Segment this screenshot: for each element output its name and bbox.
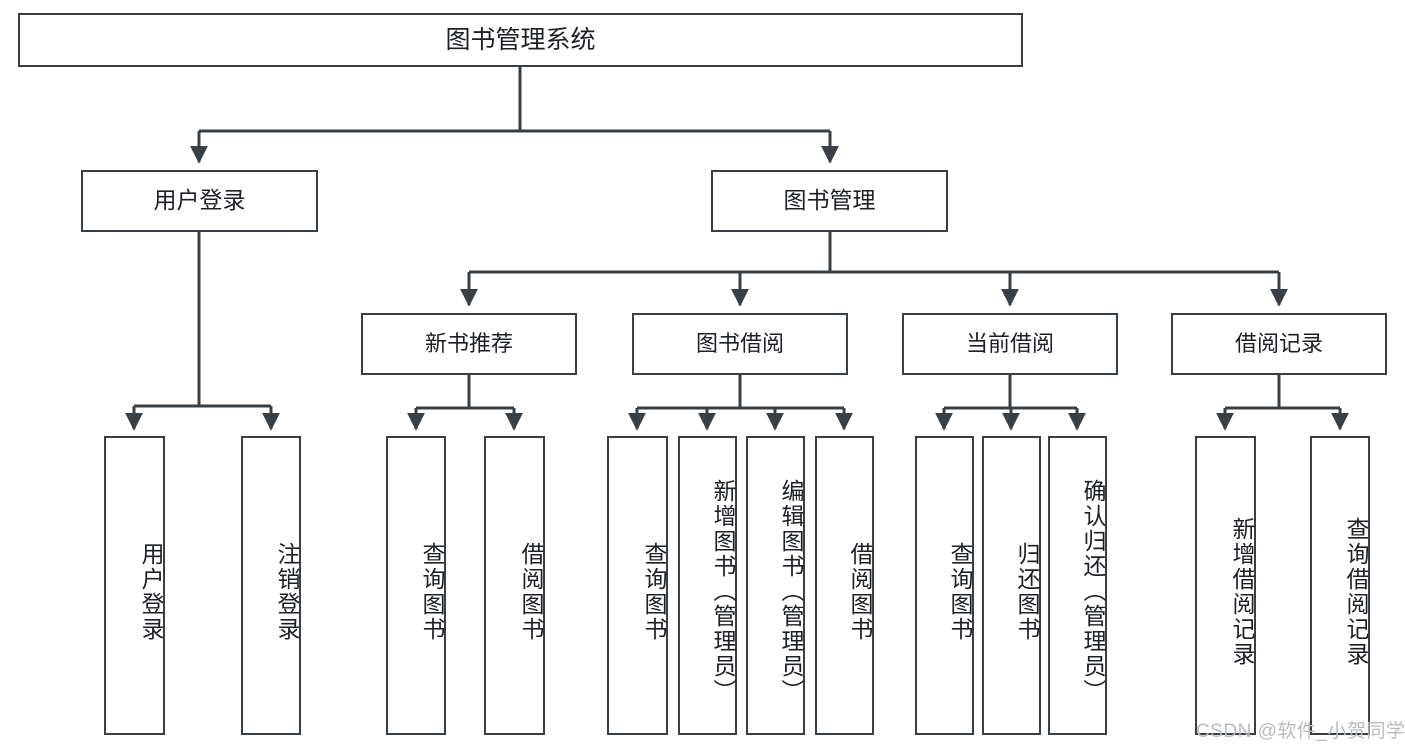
watermark: CSDN @软件_小贺同学 bbox=[1196, 721, 1405, 742]
leaf-label: 注销登录 bbox=[274, 541, 300, 642]
leaf-label: 新增借阅记录 bbox=[1229, 516, 1255, 667]
leaf-label: 归还图书 bbox=[1014, 541, 1040, 642]
node-new-book-recommend[interactable]: 新书推荐 bbox=[361, 313, 577, 375]
leaf-query-book-current[interactable]: 查询图书 bbox=[915, 436, 974, 735]
leaf-label: 确认归还（管理员） bbox=[1080, 479, 1106, 704]
leaf-label: 借阅图书 bbox=[847, 541, 873, 642]
leaf-label: 借阅图书 bbox=[518, 541, 544, 642]
leaf-edit-book-admin[interactable]: 编辑图书（管理员） bbox=[746, 436, 805, 735]
node-current-borrow[interactable]: 当前借阅 bbox=[902, 313, 1118, 375]
leaf-add-borrow-record[interactable]: 新增借阅记录 bbox=[1195, 436, 1256, 735]
leaf-label: 新增图书（管理员） bbox=[710, 479, 736, 704]
leaf-query-book-recommend[interactable]: 查询图书 bbox=[386, 436, 446, 735]
node-borrow-record[interactable]: 借阅记录 bbox=[1171, 313, 1387, 375]
leaf-label: 查询图书 bbox=[641, 541, 667, 642]
leaf-confirm-return-admin[interactable]: 确认归还（管理员） bbox=[1048, 436, 1107, 735]
leaf-query-borrow-record[interactable]: 查询借阅记录 bbox=[1310, 436, 1370, 735]
leaf-label: 查询图书 bbox=[947, 541, 973, 642]
leaf-user-logout[interactable]: 注销登录 bbox=[241, 436, 301, 735]
leaf-user-login[interactable]: 用户登录 bbox=[104, 436, 165, 735]
leaf-label: 查询图书 bbox=[419, 541, 445, 642]
node-user-login[interactable]: 用户登录 bbox=[81, 170, 318, 232]
node-book-borrow[interactable]: 图书借阅 bbox=[632, 313, 848, 375]
leaf-borrow-book-recommend[interactable]: 借阅图书 bbox=[484, 436, 545, 735]
leaf-query-book-borrow[interactable]: 查询图书 bbox=[607, 436, 668, 735]
leaf-return-book[interactable]: 归还图书 bbox=[982, 436, 1041, 735]
leaf-label: 查询借阅记录 bbox=[1343, 516, 1369, 667]
leaf-label: 编辑图书（管理员） bbox=[778, 479, 804, 704]
node-book-management[interactable]: 图书管理 bbox=[711, 170, 948, 232]
node-root-system[interactable]: 图书管理系统 bbox=[18, 13, 1023, 67]
leaf-add-book-admin[interactable]: 新增图书（管理员） bbox=[678, 436, 737, 735]
leaf-label: 用户登录 bbox=[138, 541, 164, 642]
leaf-borrow-book[interactable]: 借阅图书 bbox=[815, 436, 874, 735]
